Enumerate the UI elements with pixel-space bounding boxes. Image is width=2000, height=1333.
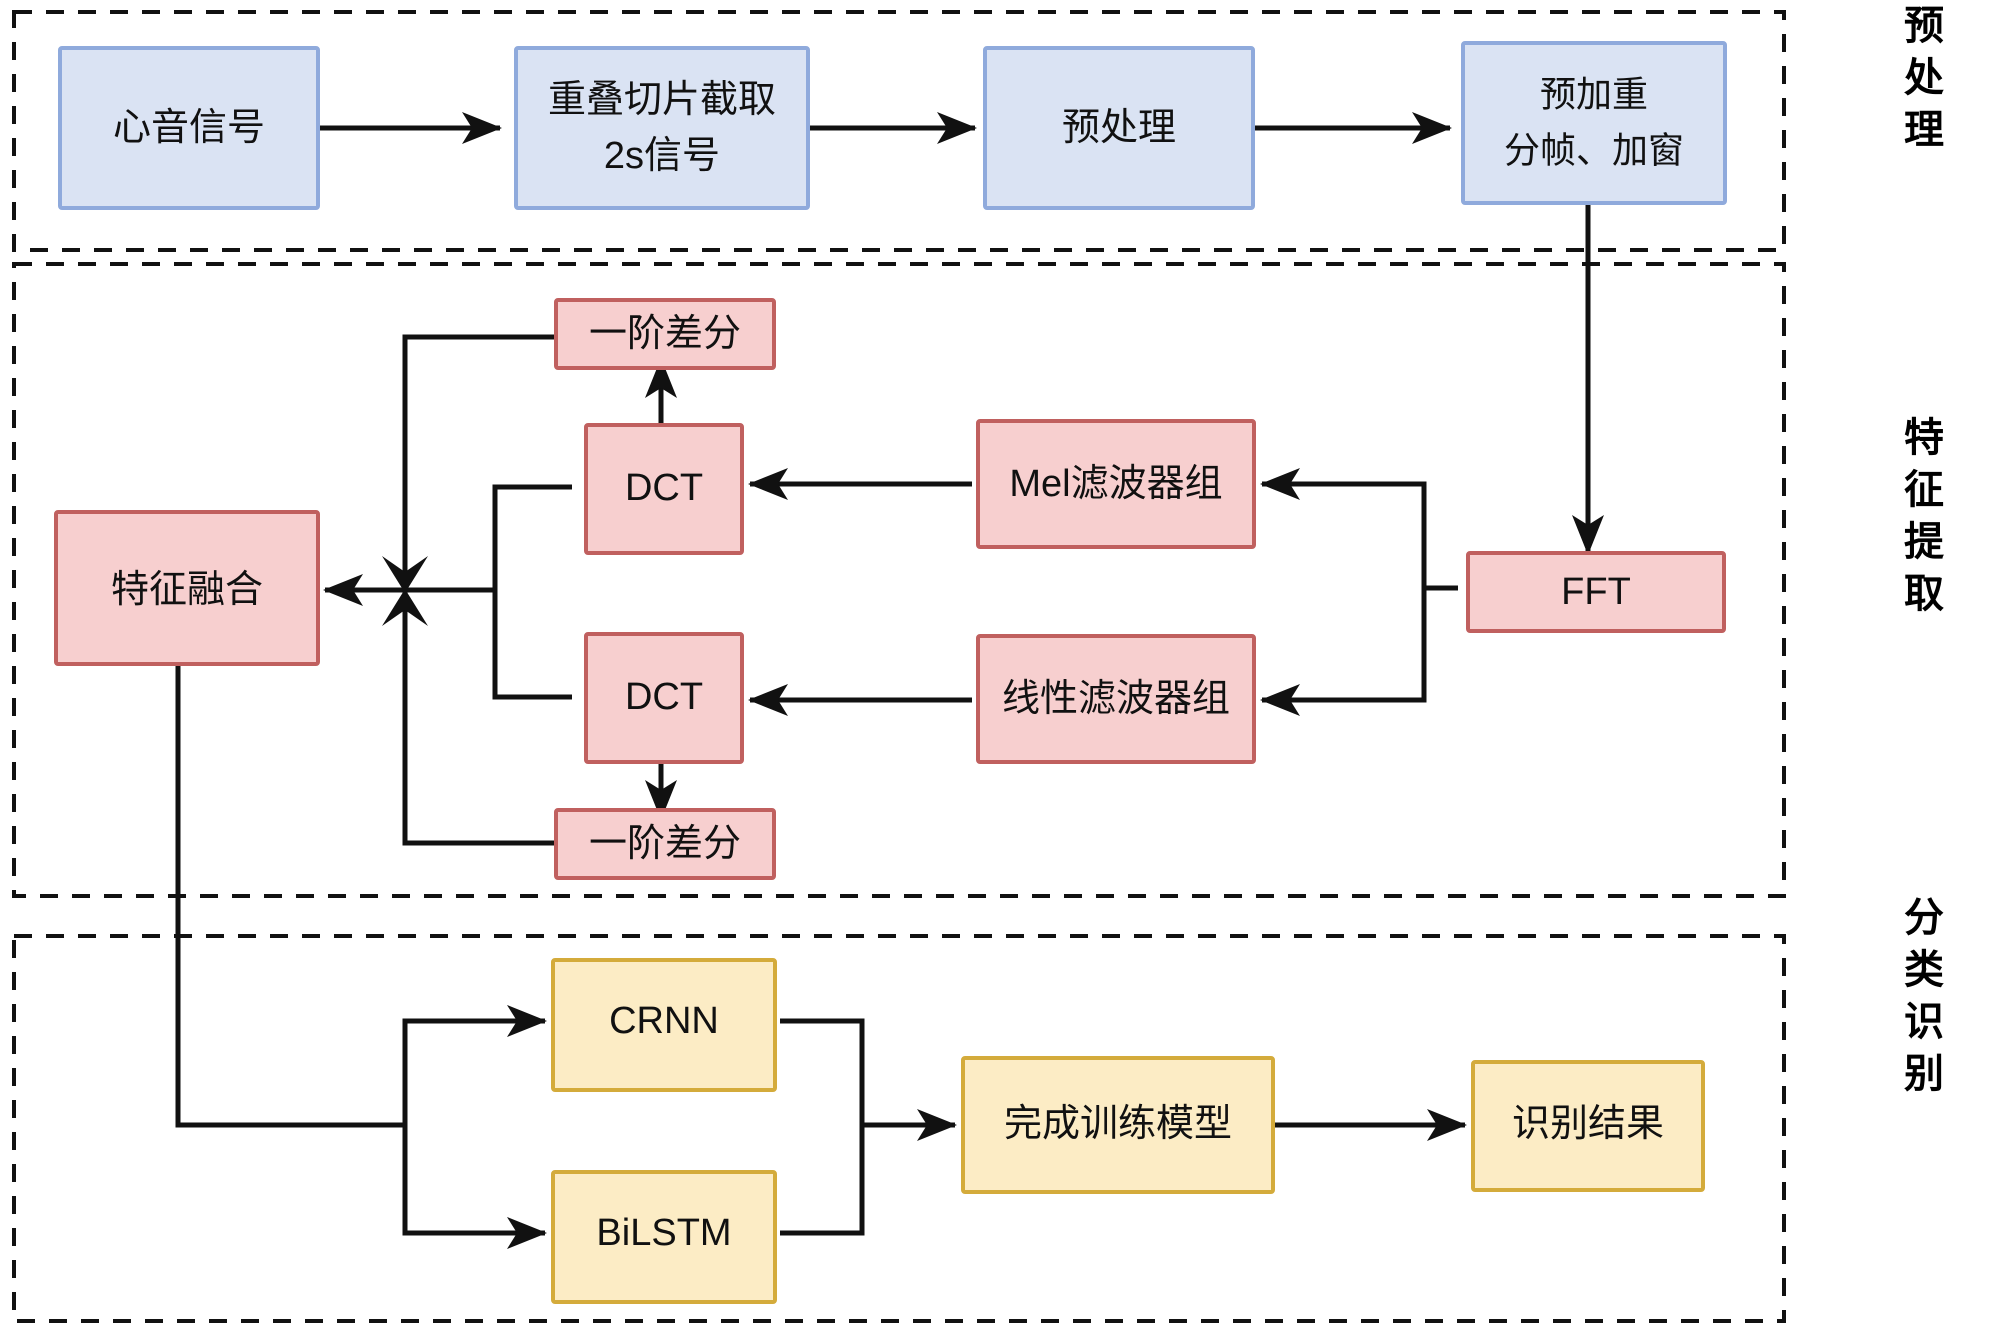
node-preemphasis-label-line1: 预加重 bbox=[1540, 74, 1648, 115]
node-recognition-result[interactable]: 识别结果 bbox=[1471, 1060, 1705, 1192]
node-feature-fusion-label: 特征融合 bbox=[111, 569, 263, 611]
node-mel-filterbank[interactable]: Mel滤波器组 bbox=[976, 419, 1256, 549]
conn-split-to-bilstm bbox=[402, 1125, 548, 1249]
node-linear-filterbank[interactable]: 线性滤波器组 bbox=[976, 634, 1256, 764]
node-heart-sound-signal[interactable]: 心音信号 bbox=[58, 46, 320, 210]
node-fft[interactable]: FFT bbox=[1466, 551, 1726, 633]
stage-label-preprocessing: 预处理 bbox=[1898, 4, 1944, 160]
node-bilstm[interactable]: BiLSTM bbox=[551, 1170, 777, 1304]
frame-feature-extraction bbox=[12, 262, 1786, 898]
conn-bilstm-to-merge bbox=[780, 1125, 865, 1236]
node-dct-upper-label: DCT bbox=[625, 467, 703, 509]
conn-fft-to-linear bbox=[1259, 585, 1458, 717]
junction-arrow-down bbox=[382, 556, 428, 593]
node-crnn-label: CRNN bbox=[609, 1000, 719, 1042]
node-delta-lower-label: 一阶差分 bbox=[589, 823, 741, 865]
node-recognition-result-label: 识别结果 bbox=[1512, 1103, 1664, 1145]
node-delta-upper-label: 一阶差分 bbox=[589, 313, 741, 355]
node-preprocess[interactable]: 预处理 bbox=[983, 46, 1255, 210]
node-trained-model[interactable]: 完成训练模型 bbox=[961, 1056, 1275, 1194]
node-feature-fusion[interactable]: 特征融合 bbox=[54, 510, 320, 666]
node-dct-lower-label: DCT bbox=[625, 676, 703, 718]
conn-split-to-crnn bbox=[402, 1004, 548, 1125]
conn-delta-lower-to-junction bbox=[402, 590, 556, 846]
node-overlap-slice[interactable]: 重叠切片截取 2s信号 bbox=[514, 46, 810, 210]
node-delta-upper[interactable]: 一阶差分 bbox=[554, 298, 776, 370]
stage-label-feature-extraction: 特征提取 bbox=[1898, 416, 1944, 624]
node-mel-filterbank-label: Mel滤波器组 bbox=[1009, 463, 1222, 505]
node-linear-filterbank-label: 线性滤波器组 bbox=[1002, 678, 1230, 720]
node-preprocess-label: 预处理 bbox=[1062, 107, 1176, 149]
frame-classification bbox=[12, 934, 1786, 1323]
node-overlap-slice-label-line1: 重叠切片截取 bbox=[548, 79, 776, 121]
conn-fft-to-mel bbox=[1259, 468, 1458, 591]
conn-crnn-to-merge bbox=[780, 1018, 865, 1125]
stage-label-preprocessing-ch0: 预处理 bbox=[1898, 4, 1944, 160]
junction-arrow-up bbox=[382, 589, 428, 626]
conn-dct-lower-to-junction bbox=[492, 590, 572, 700]
stage-label-classification-ch0: 分类识别 bbox=[1898, 896, 1944, 1104]
node-preemphasis-label-line2: 分帧、加窗 bbox=[1504, 130, 1684, 171]
node-preemphasis[interactable]: 预加重 分帧、加窗 bbox=[1461, 41, 1727, 205]
node-heart-sound-signal-label: 心音信号 bbox=[113, 107, 265, 149]
node-dct-lower[interactable]: DCT bbox=[584, 632, 744, 764]
conn-fusion-to-classifier-split bbox=[175, 663, 405, 1128]
node-bilstm-label: BiLSTM bbox=[596, 1212, 731, 1254]
frame-preprocessing bbox=[12, 10, 1786, 252]
conn-dct-upper-to-junction bbox=[492, 484, 572, 590]
node-delta-lower[interactable]: 一阶差分 bbox=[554, 808, 776, 880]
stage-label-classification: 分类识别 bbox=[1898, 896, 1944, 1104]
node-trained-model-label: 完成训练模型 bbox=[1004, 1103, 1232, 1145]
node-dct-upper[interactable]: DCT bbox=[584, 423, 744, 555]
conn-delta-upper-to-junction bbox=[402, 334, 556, 590]
stage-label-feature-extraction-ch0: 特征提取 bbox=[1898, 416, 1944, 624]
node-fft-label: FFT bbox=[1561, 571, 1631, 613]
node-overlap-slice-label-line2: 2s信号 bbox=[604, 135, 720, 177]
node-crnn[interactable]: CRNN bbox=[551, 958, 777, 1092]
